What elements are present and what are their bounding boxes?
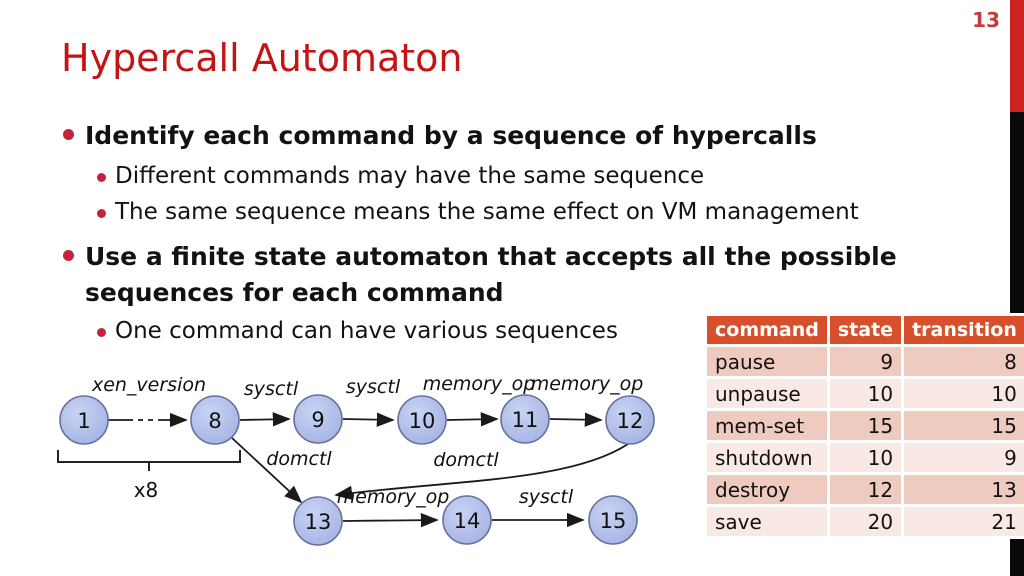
table-row: pause 9 8 — [707, 347, 1024, 376]
svg-text:13: 13 — [305, 510, 332, 534]
bullet-text: Use a finite state automaton that accept… — [85, 242, 897, 307]
repeat-bracket — [57, 450, 241, 471]
table-row: destroy 12 13 — [707, 475, 1024, 504]
edge-label-domctl-1: domctl — [266, 448, 332, 470]
state-node-15: 15 — [588, 495, 638, 545]
bullet-icon — [63, 129, 74, 140]
bullet-icon — [63, 250, 74, 261]
table-row: shutdown 10 9 — [707, 443, 1024, 472]
edge-8-13 — [231, 437, 303, 504]
right-edge-red-bar — [1010, 0, 1024, 112]
edge-label-sysctl-2: sysctl — [346, 376, 401, 398]
edge-12-13 — [334, 443, 629, 501]
svg-text:1: 1 — [77, 409, 90, 433]
sub-bullet-item: The same sequence means the same effect … — [97, 198, 859, 228]
edge-8-9 — [239, 412, 291, 427]
bullet-icon — [97, 209, 106, 218]
slide-number: 13 — [972, 8, 1000, 32]
bullet-text: Identify each command by a sequence of h… — [85, 121, 817, 150]
sub-bullet-item: Different commands may have the same seq… — [97, 162, 704, 192]
bullet-item: Identify each command by a sequence of h… — [63, 118, 817, 154]
edge-label-sysctl-1: sysctl — [244, 378, 299, 400]
state-node-13: 13 — [293, 496, 343, 546]
edge-label-memory-op-2: memory_op — [531, 373, 644, 395]
edge-9-10 — [342, 412, 395, 427]
bullet-icon — [97, 173, 106, 182]
state-node-9: 9 — [293, 394, 343, 444]
edge-10-11 — [446, 412, 499, 427]
table-row: save 20 21 — [707, 507, 1024, 536]
state-node-8: 8 — [190, 395, 240, 445]
state-node-11: 11 — [500, 394, 550, 444]
table-header-row: command state transition — [707, 316, 1024, 344]
edge-label-memory-op-1: memory_op — [423, 373, 536, 395]
bullet-text: The same sequence means the same effect … — [115, 199, 859, 225]
table-row: unpause 10 10 — [707, 379, 1024, 408]
slide-title: Hypercall Automaton — [61, 36, 463, 80]
sub-bullet-item: One command can have various sequences — [97, 317, 618, 347]
state-node-10: 10 — [397, 395, 447, 445]
svg-text:12: 12 — [617, 409, 644, 433]
svg-text:9: 9 — [311, 408, 324, 432]
bullet-text: Different commands may have the same seq… — [115, 163, 705, 189]
bullet-text: One command can have various sequences — [115, 318, 618, 344]
edge-label-xen-version: xen_version — [91, 374, 206, 396]
edge-13-14 — [342, 512, 439, 528]
col-header-transition: transition — [904, 316, 1024, 344]
edge-label-domctl-2: domctl — [433, 449, 499, 471]
svg-text:14: 14 — [454, 509, 481, 533]
col-header-state: state — [829, 316, 902, 344]
table-row: mem-set 15 15 — [707, 411, 1024, 440]
command-state-table: command state transition pause 9 8 unpau… — [704, 313, 1024, 539]
state-node-1: 1 — [59, 395, 109, 445]
svg-text:8: 8 — [208, 409, 221, 433]
edge-label-memory-op-3: memory_op — [337, 486, 450, 508]
edge-11-12 — [549, 412, 603, 427]
edge-label-sysctl-3: sysctl — [519, 486, 574, 508]
svg-text:15: 15 — [600, 509, 627, 533]
svg-text:11: 11 — [512, 408, 539, 432]
bullet-item: Use a finite state automaton that accept… — [63, 239, 997, 310]
state-node-12: 12 — [605, 395, 655, 445]
svg-text:10: 10 — [409, 409, 436, 433]
bullet-icon — [97, 328, 106, 337]
repeat-count-label: x8 — [134, 478, 159, 502]
col-header-command: command — [707, 316, 827, 344]
state-node-14: 14 — [442, 495, 492, 545]
